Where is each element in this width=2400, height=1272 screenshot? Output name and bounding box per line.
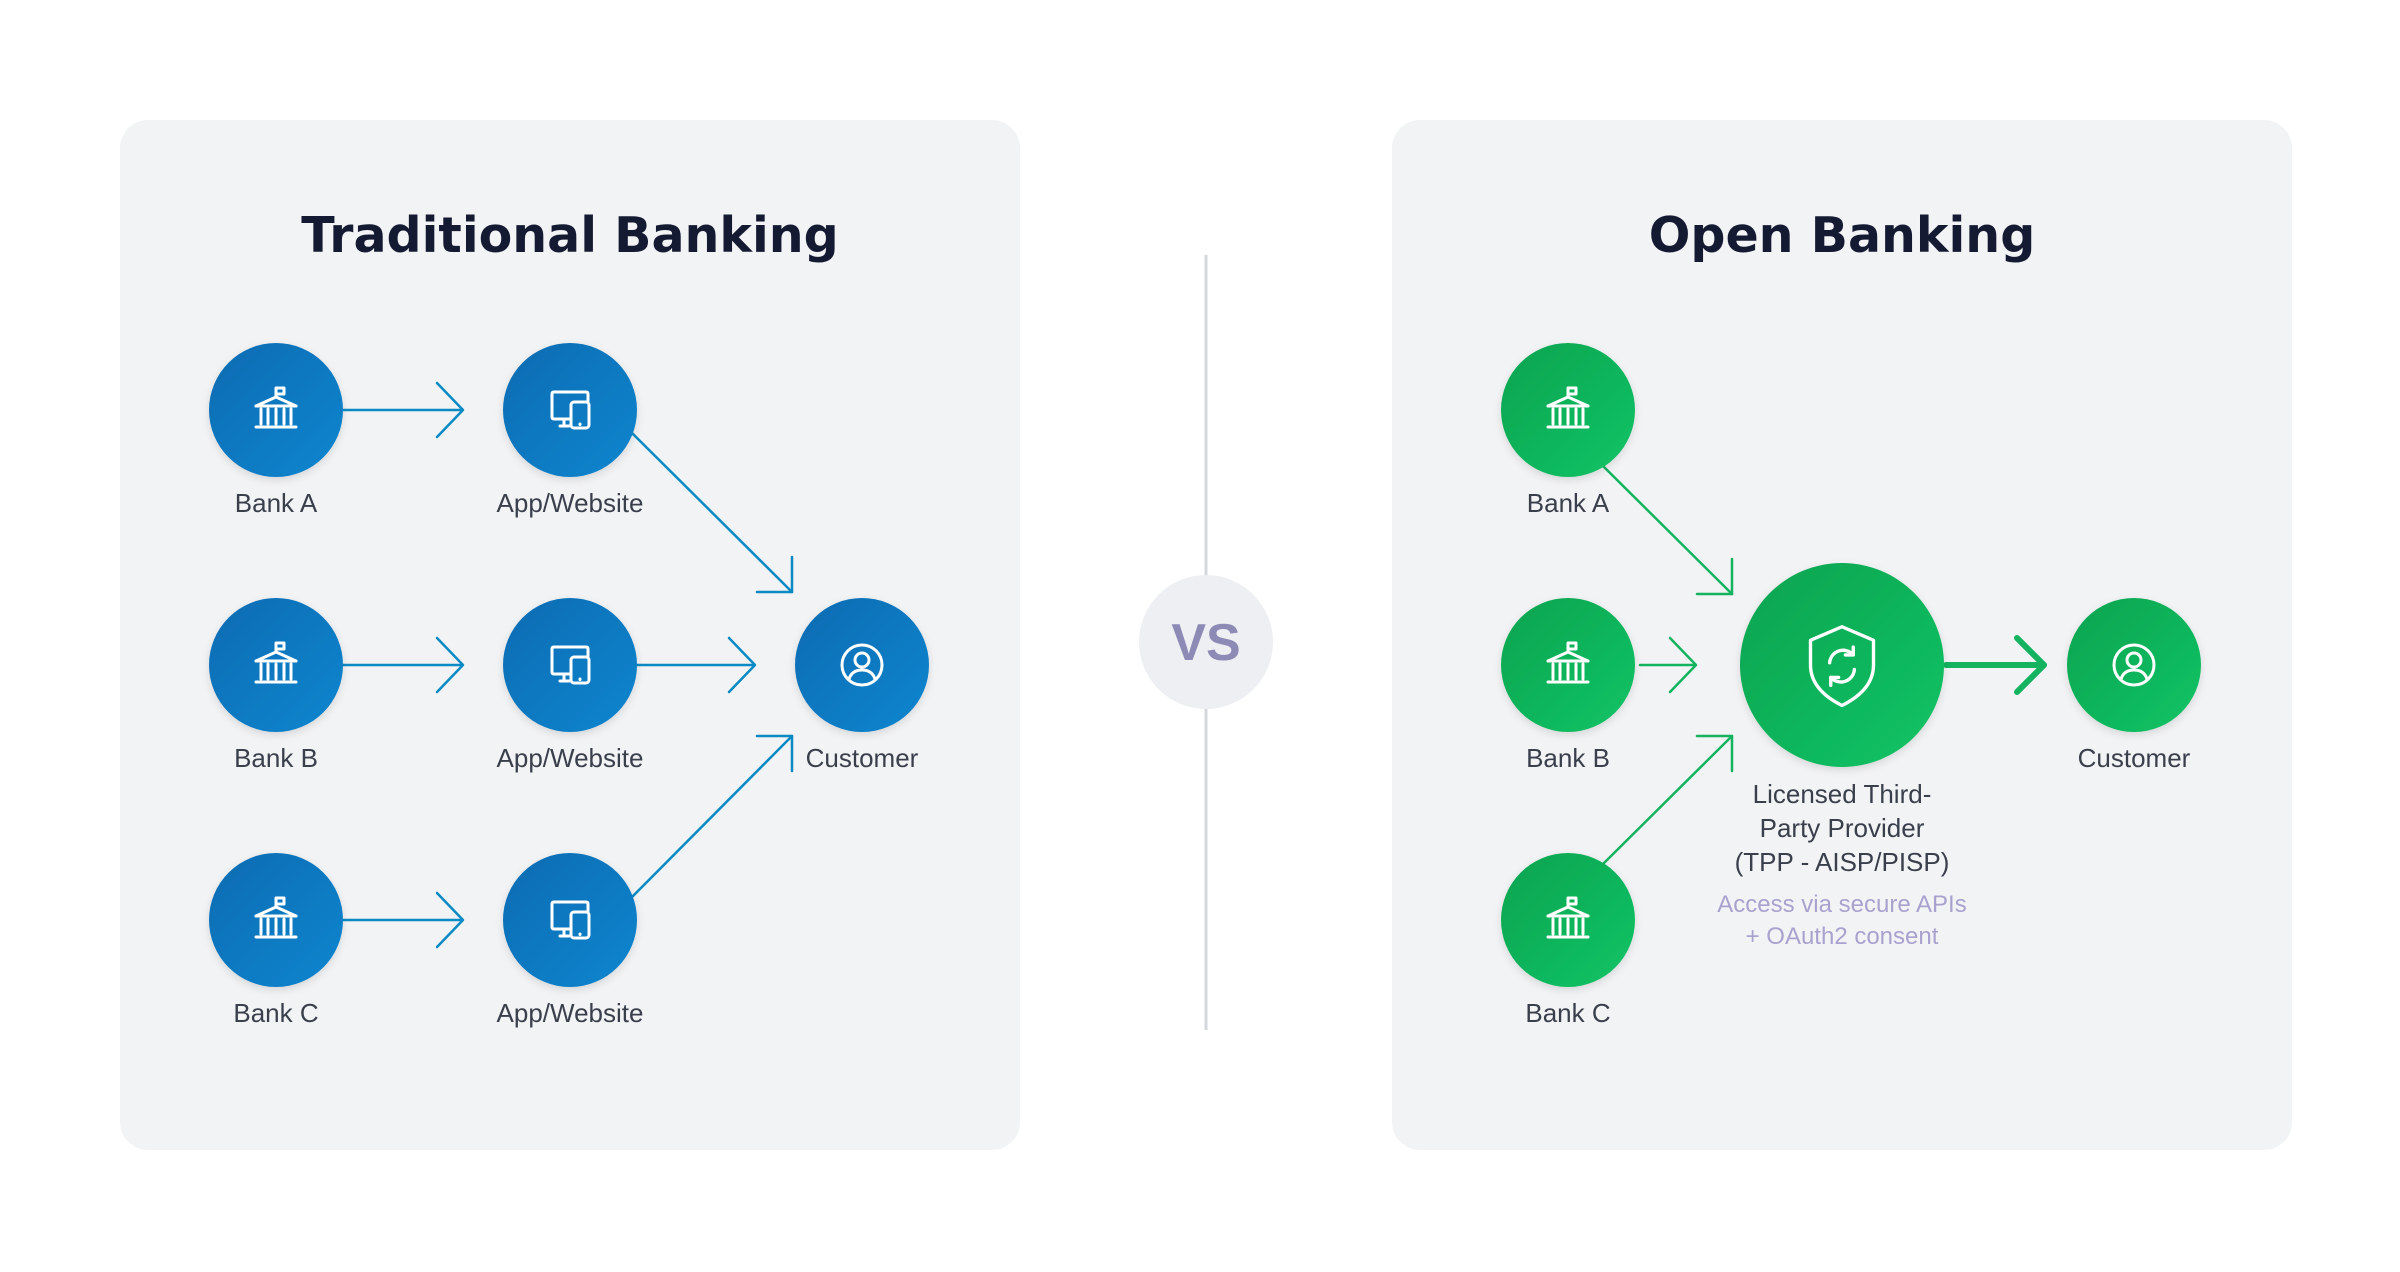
- arrow-provider-to-customer: [1943, 635, 2047, 695]
- provider-note-line-2: + OAuth2 consent: [1746, 923, 1939, 950]
- arrow-app-b-to-customer: [634, 636, 757, 694]
- traditional-app-c-label: App/Website: [497, 998, 644, 1028]
- traditional-bank-c-label: Bank C: [233, 998, 318, 1028]
- traditional-app-c: App/Website: [497, 853, 644, 1028]
- open-bank-b-label: Bank B: [1526, 743, 1610, 773]
- open-bank-b: Bank B: [1501, 598, 1635, 773]
- open-customer-label: Customer: [2078, 743, 2191, 773]
- open-bank-c-label: Bank C: [1525, 998, 1610, 1028]
- provider-note-line-1: Access via secure APIs: [1717, 891, 1966, 918]
- traditional-customer: Customer: [795, 598, 929, 773]
- open-bank-a-label: Bank A: [1527, 488, 1610, 518]
- arrow-open-bank-a-to-provider: [1600, 463, 1734, 596]
- open-bank-a: Bank A: [1501, 343, 1635, 518]
- traditional-bank-c: Bank C: [209, 853, 343, 1028]
- traditional-app-b: App/Website: [497, 598, 644, 773]
- open-provider: Licensed Third- Party Provider (TPP - AI…: [1717, 563, 1967, 950]
- traditional-app-a-label: App/Website: [497, 488, 644, 518]
- vs-label: VS: [1171, 614, 1240, 672]
- arrow-bank-c-to-app: [340, 891, 465, 949]
- traditional-bank-a-label: Bank A: [235, 488, 318, 518]
- arrow-bank-b-to-app: [340, 636, 465, 694]
- arrow-app-a-to-customer: [630, 431, 794, 594]
- traditional-bank-b-label: Bank B: [234, 743, 318, 773]
- vs-badge: [1139, 575, 1273, 709]
- traditional-title: Traditional Banking: [301, 207, 838, 264]
- open-customer: Customer: [2067, 598, 2201, 773]
- traditional-bank-a: Bank A: [209, 343, 343, 518]
- arrow-bank-a-to-app: [340, 381, 465, 439]
- open-title: Open Banking: [1649, 207, 2036, 264]
- arrow-open-bank-c-to-provider: [1600, 734, 1734, 867]
- traditional-app-a: App/Website: [497, 343, 644, 518]
- open-bank-c: Bank C: [1501, 853, 1635, 1028]
- traditional-bank-b: Bank B: [209, 598, 343, 773]
- arrow-app-c-to-customer: [630, 734, 794, 899]
- traditional-app-b-label: App/Website: [497, 743, 644, 773]
- arrow-open-bank-b-to-provider: [1638, 636, 1698, 694]
- provider-label-line-1: Licensed Third-: [1753, 779, 1932, 809]
- provider-label-line-2: Party Provider: [1760, 813, 1925, 843]
- provider-label-line-3: (TPP - AISP/PISP): [1735, 847, 1950, 877]
- traditional-customer-label: Customer: [806, 743, 919, 773]
